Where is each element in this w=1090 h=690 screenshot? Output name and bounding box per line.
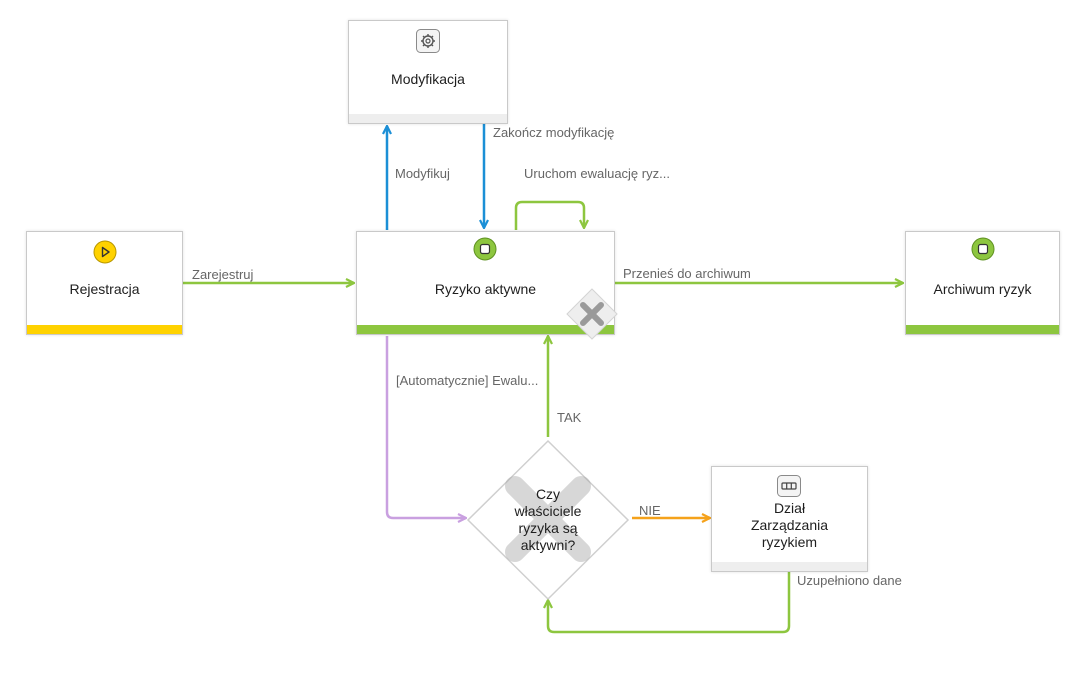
node-dzial-zarzadzania-ryzykiem[interactable]: Dział Zarządzania ryzykiem [711, 466, 868, 572]
decision-gateway[interactable] [466, 439, 630, 601]
node-label: Archiwum ryzyk [933, 281, 1032, 297]
group-icon [777, 475, 801, 497]
gear-icon [416, 29, 440, 53]
node-rejestracja[interactable]: Rejestracja [26, 231, 183, 335]
edge-label-tak: TAK [557, 410, 582, 425]
edge-automatycznie-ewaluacja[interactable] [385, 336, 466, 518]
decision-label: Czy właściciele ryzyka są aktywni? [514, 486, 582, 553]
node-label: Dział Zarządzania ryzykiem [750, 500, 829, 550]
edge-label-zakoncz-modyfikacje: Zakończ modyfikację [493, 125, 615, 140]
node-status-bar [712, 562, 867, 571]
node-label: Ryzyko aktywne [434, 281, 537, 297]
node-status-bar [906, 325, 1059, 334]
stop-icon [473, 237, 497, 261]
edge-label-nie: NIE [639, 503, 661, 518]
node-status-bar [357, 325, 614, 334]
edge-label-uruchom-ewaluacje: Uruchom ewaluację ryz... [524, 166, 670, 181]
play-icon [93, 240, 117, 264]
edge-label-przenies-do-archiwum: Przenieś do archiwum [623, 266, 751, 281]
node-modyfikacja[interactable]: Modyfikacja [348, 20, 508, 124]
node-status-bar [349, 114, 507, 123]
node-status-bar [27, 325, 182, 334]
node-label: Rejestracja [69, 281, 140, 297]
close-icon[interactable] [566, 288, 618, 340]
edge-label-modyfikuj: Modyfikuj [395, 166, 450, 181]
edge-label-uzupelniono-dane: Uzupełniono dane [797, 573, 902, 588]
edge-uzupelniono-dane[interactable] [548, 572, 791, 634]
edge-label-zarejestruj: Zarejestruj [192, 267, 254, 282]
stop-icon [971, 237, 995, 261]
node-label: Modyfikacja [391, 71, 465, 87]
node-archiwum-ryzyk[interactable]: Archiwum ryzyk [905, 231, 1060, 335]
edge-uruchom-ewaluacje[interactable] [514, 200, 584, 230]
close-icon [505, 476, 591, 562]
edge-label-automatycznie: [Automatycznie] Ewalu... [396, 373, 539, 388]
node-ryzyko-aktywne[interactable]: Ryzyko aktywne [356, 231, 618, 340]
